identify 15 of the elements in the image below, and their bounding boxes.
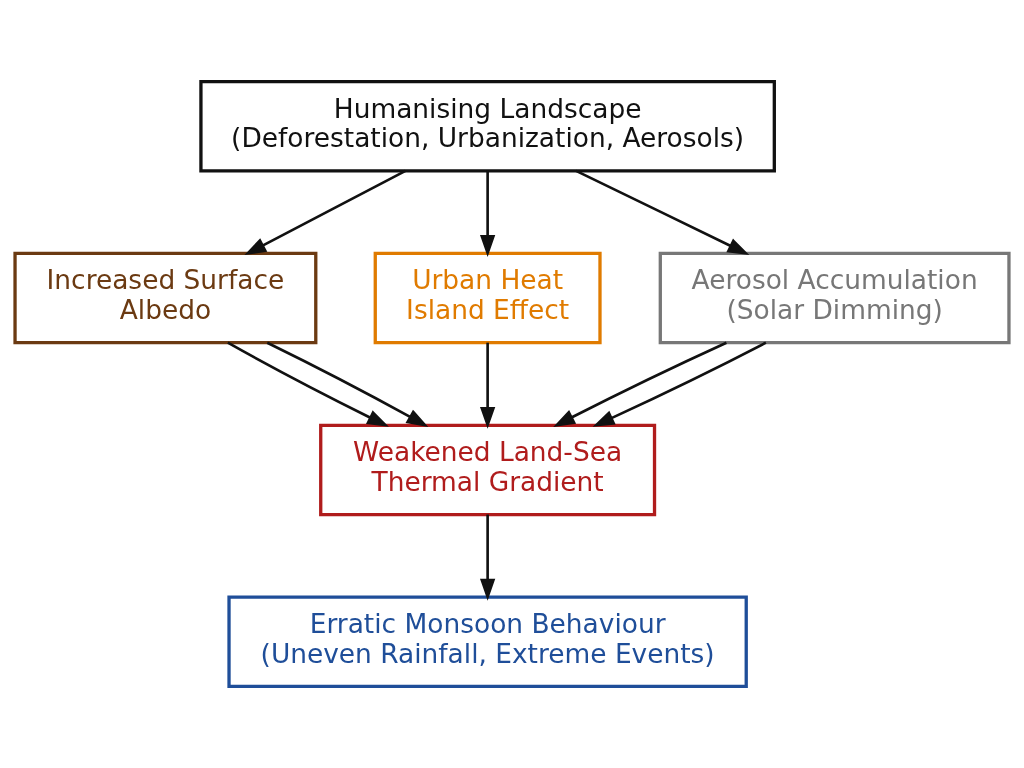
arrow [244,169,407,256]
arrow [575,169,750,255]
arrow [592,341,767,427]
arrow [553,341,727,427]
node-box: Increased Surface Albedo [13,251,318,345]
node-box: Humanising Landscape (Deforestation, Urbanization, Aerosols) [199,79,776,173]
node-box: Weakened Land-Sea Thermal Gradient [319,423,657,517]
arrow [479,514,496,601]
node-box: Aerosol Accumulation (Solar Dimming) [658,251,1011,345]
node-box: Erratic Monsoon Behaviour (Uneven Rainfall, Extreme Events) [227,595,748,689]
node-box: Urban Heat Island Effect [373,251,602,345]
arrow [479,170,496,257]
arrow [266,341,429,428]
arrow [479,342,496,429]
arrow [227,341,389,427]
